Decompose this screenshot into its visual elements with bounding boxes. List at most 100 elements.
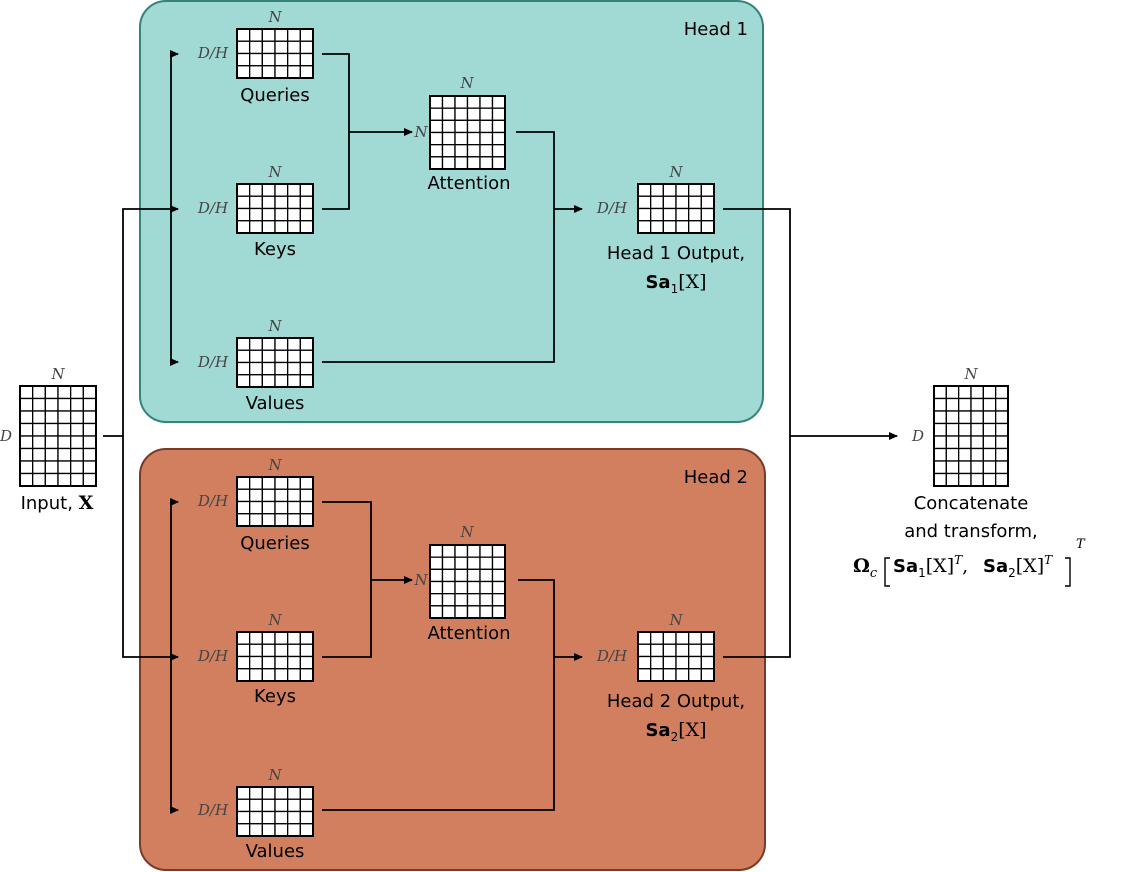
- matrix-cell: [287, 220, 301, 234]
- h2-queries-n-label: N: [267, 456, 282, 474]
- matrix-cell: [933, 447, 947, 462]
- matrix-cell: [466, 119, 481, 134]
- matrix-cell: [945, 472, 960, 487]
- matrix-cell: [44, 422, 59, 437]
- matrix-cell: [479, 131, 494, 146]
- matrix-cell: [650, 220, 664, 234]
- head-1-title: Head 1: [684, 19, 748, 40]
- matrix-cell: [945, 397, 960, 412]
- matrix-cell: [945, 460, 960, 475]
- matrix-cell: [249, 52, 263, 67]
- matrix-cell: [274, 349, 289, 364]
- h1-queries-n-label: N: [267, 8, 282, 26]
- matrix-cell: [19, 422, 34, 437]
- matrix-cell: [261, 28, 276, 42]
- h1-attention-n-left-label: N: [413, 123, 428, 141]
- matrix-cell: [491, 556, 506, 570]
- matrix-cell: [236, 195, 251, 210]
- h1-keys-n-label: N: [267, 163, 282, 181]
- matrix-cell: [466, 556, 481, 570]
- svg-text:Ωc: Ωc: [853, 555, 878, 581]
- head-2-values-matrix: [236, 786, 314, 837]
- matrix-cell: [82, 460, 97, 475]
- matrix-cell: [82, 385, 97, 400]
- matrix-cell: [261, 786, 276, 800]
- matrix-cell: [970, 447, 984, 462]
- matrix-cell: [287, 513, 301, 527]
- matrix-cell: [32, 460, 46, 475]
- matrix-cell: [688, 643, 702, 658]
- matrix-cell: [982, 422, 997, 437]
- matrix-cell: [958, 397, 972, 412]
- matrix-cell: [236, 361, 251, 376]
- matrix-cell: [958, 460, 972, 475]
- head-1-queries-matrix: [236, 28, 314, 79]
- matrix-cell: [299, 513, 314, 527]
- input-matrix: [19, 385, 97, 487]
- h1-queries-dh-label: D/H: [197, 44, 229, 62]
- matrix-cell: [287, 488, 301, 503]
- matrix-cell: [261, 500, 276, 515]
- matrix-cell: [995, 435, 1009, 450]
- matrix-cell: [662, 195, 677, 210]
- matrix-cell: [958, 422, 972, 437]
- matrix-cell: [454, 580, 469, 595]
- matrix-cell: [274, 631, 289, 645]
- h1-output-formula: Sa1[X]: [645, 271, 706, 296]
- matrix-cell: [70, 460, 84, 475]
- matrix-cell: [454, 568, 469, 583]
- matrix-cell: [945, 435, 960, 450]
- matrix-cell: [700, 668, 715, 682]
- matrix-cell: [637, 207, 652, 222]
- matrix-cell: [299, 655, 314, 670]
- matrix-cell: [19, 397, 34, 412]
- final-n-label: N: [963, 365, 978, 383]
- matrix-cell: [32, 422, 46, 437]
- matrix-cell: [662, 207, 677, 222]
- matrix-cell: [261, 823, 276, 837]
- matrix-cell: [700, 631, 715, 645]
- matrix-cell: [479, 95, 494, 109]
- matrix-cell: [700, 195, 715, 210]
- matrix-cell: [491, 580, 506, 595]
- matrix-cell: [274, 810, 289, 825]
- matrix-cell: [466, 131, 481, 146]
- matrix-cell: [970, 410, 984, 425]
- matrix-cell: [236, 823, 251, 837]
- matrix-border: [19, 385, 97, 487]
- matrix-cell: [236, 810, 251, 825]
- matrix-cell: [491, 156, 506, 170]
- input-label: Input, X: [21, 492, 94, 514]
- matrix-cell: [675, 655, 690, 670]
- matrix-cell: [637, 183, 652, 197]
- h2-output-dh-label: D/H: [596, 647, 628, 665]
- matrix-cell: [970, 422, 984, 437]
- matrix-cell: [982, 447, 997, 462]
- matrix-cell: [933, 385, 947, 400]
- head-2-keys-matrix: [236, 631, 314, 682]
- matrix-cell: [236, 220, 251, 234]
- matrix-cell: [466, 580, 481, 595]
- h1-output-dh-label: D/H: [596, 199, 628, 217]
- matrix-cell: [982, 435, 997, 450]
- matrix-cell: [299, 500, 314, 515]
- matrix-cell: [491, 131, 506, 146]
- matrix-cell: [662, 631, 677, 645]
- matrix-cell: [261, 349, 276, 364]
- output-label-line2: and transform,: [904, 521, 1038, 542]
- matrix-cell: [70, 472, 84, 487]
- matrix-cell: [650, 183, 664, 197]
- matrix-cell: [650, 655, 664, 670]
- matrix-cell: [454, 144, 469, 158]
- matrix-cell: [995, 422, 1009, 437]
- final-output-matrix: [933, 385, 1009, 487]
- matrix-cell: [236, 183, 251, 197]
- h2-attention-n-label: N: [459, 523, 474, 541]
- matrix-cell: [299, 488, 314, 503]
- matrix-cell: [982, 397, 997, 412]
- matrix-cell: [274, 655, 289, 670]
- matrix-cell: [261, 65, 276, 79]
- matrix-cell: [995, 397, 1009, 412]
- matrix-cell: [688, 183, 702, 197]
- matrix-cell: [82, 435, 97, 450]
